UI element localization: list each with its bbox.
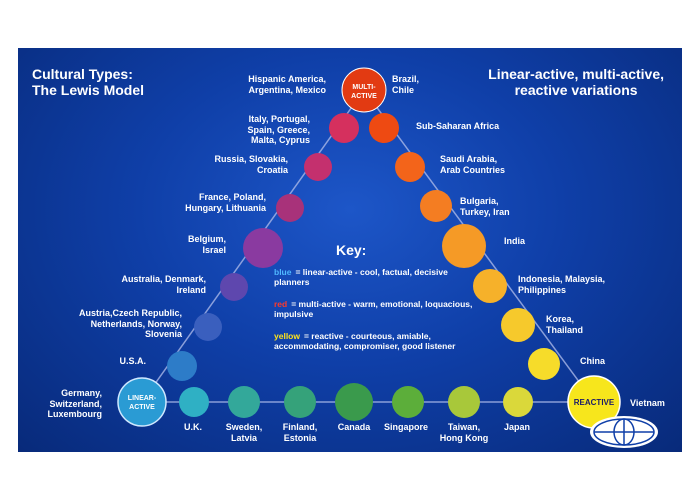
node-bottom-2 <box>284 386 316 418</box>
label-canada: Canada <box>337 422 371 432</box>
label-vietnam: Vietnam <box>630 398 665 408</box>
node-left-5 <box>220 273 248 301</box>
key-item-red: red= multi-active - warm, emotional, loq… <box>274 299 474 319</box>
node-right-4 <box>442 224 486 268</box>
node-bottom-0 <box>179 387 209 417</box>
label-japan: Japan <box>503 422 530 432</box>
node-bottom-6 <box>503 387 533 417</box>
apex-linear-active <box>117 377 167 427</box>
label-india: India <box>504 236 526 246</box>
label-france-poland: France, Poland, Hungary, Lithuania <box>185 192 266 213</box>
apex-linear-label-2: ACTIVE <box>129 404 155 411</box>
node-right-3 <box>420 190 452 222</box>
key-item-blue: blue= linear-active - cool, factual, dec… <box>274 267 474 287</box>
label-indonesia-malaysia: Indonesia, Malaysia, Philippines <box>518 274 606 295</box>
label-russia-slovakia: Russia, Slovakia, Croatia <box>214 154 288 175</box>
key-item-yellow: yellow= reactive - courteous, amiable, a… <box>274 331 474 351</box>
label-australia-denmark: Australia, Denmark, Ireland <box>121 274 206 295</box>
label-taiwan-hong-kong: Taiwan, Hong Kong <box>439 422 489 443</box>
node-right-5 <box>473 269 507 303</box>
label-uk: U.K. <box>184 422 202 432</box>
key-text-yellow: = reactive - courteous, amiable, accommo… <box>274 331 456 351</box>
title-left-line-1: Cultural Types: <box>32 66 133 82</box>
label-usa: U.S.A. <box>119 356 146 366</box>
diagram-panel: MULTI- ACTIVE LINEAR- ACTIVE REACTIVE Cultur… <box>18 48 682 452</box>
apex-multi-label-2: ACTIVE <box>351 93 377 100</box>
node-right-2 <box>395 152 425 182</box>
label-sweden-latvia: Sweden, Latvia <box>225 422 263 443</box>
label-belgium-israel: Belgium, Israel <box>187 234 226 255</box>
node-left-6 <box>194 313 222 341</box>
label-hispanic-america: Hispanic America, Argentina, Mexico <box>248 74 326 95</box>
label-china: China <box>580 356 606 366</box>
label-bulgaria-turkey: Bulgaria, Turkey, Iran <box>460 196 510 217</box>
node-bottom-3 <box>335 383 373 421</box>
label-germany-switzerland: Germany, Switzerland, Luxembourg <box>47 388 102 419</box>
label-italy-portugal: Italy, Portugal, Spain, Greece, Malta, C… <box>247 114 310 145</box>
node-right-7 <box>528 348 560 380</box>
node-left-1 <box>329 113 359 143</box>
key-word-red: red <box>274 299 288 309</box>
node-bottom-4 <box>392 386 424 418</box>
label-korea-thailand: Korea, Thailand <box>546 314 584 335</box>
node-left-2 <box>304 153 332 181</box>
key-text-blue: = linear-active - cool, factual, decisiv… <box>274 267 448 287</box>
apex-linear-label-1: LINEAR- <box>128 395 157 402</box>
node-right-1 <box>369 113 399 143</box>
key-word-yellow: yellow <box>274 331 300 341</box>
node-bottom-5 <box>448 386 480 418</box>
node-bottom-1 <box>228 386 260 418</box>
title-right-line-2: reactive variations <box>514 82 638 98</box>
label-singapore: Singapore <box>383 422 428 432</box>
title-right-line-1: Linear-active, multi-active, <box>488 66 664 82</box>
key-text-red: = multi-active - warm, emotional, loquac… <box>274 299 473 319</box>
apex-multi-active <box>341 67 387 113</box>
key-word-blue: blue <box>274 267 292 277</box>
apex-multi-label-1: MULTI- <box>352 84 376 91</box>
label-finland-estonia: Finland, Estonia <box>282 422 318 443</box>
node-left-3 <box>276 194 304 222</box>
title-right: Linear-active, multi-active, reactive va… <box>488 66 664 98</box>
node-left-7 <box>167 351 197 381</box>
label-sub-saharan-africa: Sub-Saharan Africa <box>416 121 500 131</box>
label-saudi-arabia: Saudi Arabia, Arab Countries <box>440 154 506 175</box>
key-title: Key: <box>336 242 367 258</box>
title-left-line-2: The Lewis Model <box>32 82 145 98</box>
title-left: Cultural Types: The Lewis Model <box>32 66 144 98</box>
lewis-model-triangle: MULTI- ACTIVE LINEAR- ACTIVE REACTIVE <box>117 67 658 448</box>
label-brazil-chile: Brazil, Chile <box>392 74 420 95</box>
label-austria-czech: Austria,Czech Republic, Netherlands, Nor… <box>78 308 182 339</box>
apex-reactive-label: REACTIVE <box>574 398 615 407</box>
node-left-4 <box>243 228 283 268</box>
node-right-6 <box>501 308 535 342</box>
